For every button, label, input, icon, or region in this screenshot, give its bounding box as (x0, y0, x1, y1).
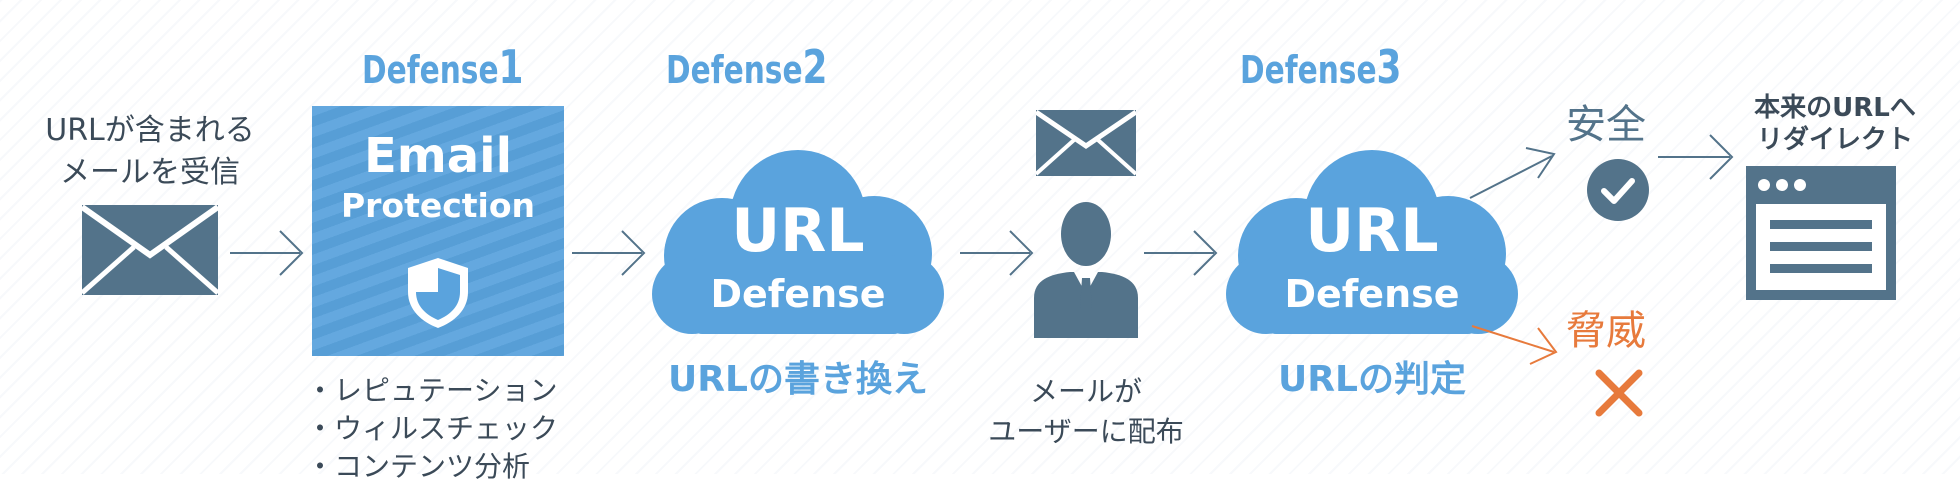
email-protection-title-2: Protection (340, 186, 536, 225)
url-rewrite-caption: URLの書き換え (668, 359, 928, 400)
small-envelope-icon (1036, 110, 1136, 176)
email-protection-box: Email Protection (312, 106, 564, 356)
url-defense-2-subtitle: Defense (1284, 272, 1460, 316)
safe-label: 安全 (1566, 102, 1646, 148)
url-judgement-caption: URLの判定 (1278, 359, 1466, 400)
distribute-line-2: ユーザーに配布 (988, 415, 1184, 448)
incoming-line-2: メールを受信 (60, 155, 240, 190)
cloud-icon-1 (652, 150, 944, 334)
defense-label-2: Defense2 (666, 40, 828, 94)
arrow-icon-4 (1144, 230, 1218, 276)
redirect-line-1: 本来のURLへ (1754, 93, 1916, 123)
feature-reputation: ・レピュテーション (306, 374, 558, 407)
redirect-text: 本来のURLへ リダイレクト (1720, 92, 1950, 156)
defense-label-1: Defense1 (362, 40, 524, 94)
browser-window-icon (1746, 166, 1896, 300)
threat-arrow-icon (1471, 325, 1558, 365)
cross-icon (1595, 369, 1643, 417)
safe-arrow-icon (1469, 147, 1556, 199)
arrow-icon-1 (230, 230, 304, 276)
cloud-icon-2 (1226, 150, 1518, 334)
user-icon (1034, 202, 1138, 338)
url-defense-1-subtitle: Defense (710, 272, 886, 316)
envelope-icon (82, 205, 218, 295)
redirect-arrow-icon (1658, 134, 1734, 180)
url-defense-2-title: URL (1305, 196, 1439, 266)
feature-content-analysis: ・コンテンツ分析 (306, 450, 531, 483)
feature-list: ・レピュテーション ・ウィルスチェック ・コンテンツ分析 (306, 372, 558, 486)
distribute-line-1: メールが (1029, 375, 1142, 408)
shield-icon (408, 258, 468, 328)
incoming-line-1: URLが含まれる (45, 113, 255, 148)
redirect-line-2: リダイレクト (1756, 125, 1913, 155)
arrow-icon-3 (960, 230, 1034, 276)
arrow-icon-2 (572, 230, 646, 276)
feature-virus-check: ・ウィルスチェック (306, 412, 559, 445)
distribute-text: メールが ユーザーに配布 (960, 372, 1212, 452)
defense-label-3: Defense3 (1240, 40, 1402, 94)
threat-label: 脅威 (1566, 308, 1646, 354)
email-protection-title-1: Email (363, 128, 513, 184)
incoming-mail-text: URLが含まれる メールを受信 (20, 110, 280, 194)
url-defense-1-title: URL (731, 196, 865, 266)
check-icon (1587, 159, 1649, 221)
